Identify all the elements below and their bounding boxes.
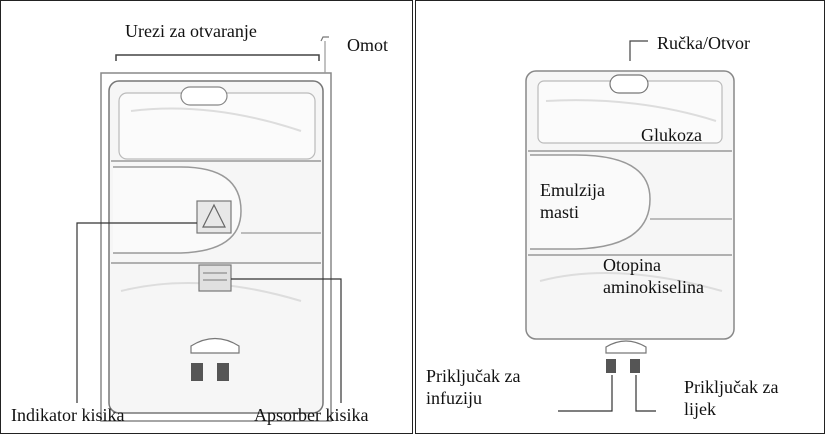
- additive-port-leader: [635, 375, 656, 412]
- oxygen-absorber-box: [198, 264, 232, 292]
- glucose-label: Glukoza: [641, 125, 702, 145]
- handle-leader: [629, 40, 648, 61]
- handle-label: Ručka/Otvor: [657, 33, 750, 53]
- opening-notches-label: Urezi za otvaranje: [125, 21, 257, 41]
- ports: [190, 337, 240, 354]
- amino-acid-solution-label: Otopina aminokiselina: [603, 255, 704, 297]
- absorber-leader: [231, 278, 342, 403]
- oxygen-indicator-label: Indikator kisika: [11, 405, 125, 425]
- infusion-port-leader: [558, 375, 613, 412]
- oxygen-absorber-label: Apsorber kisika: [254, 405, 369, 425]
- lipid-emulsion-label: Emulzija masti: [540, 180, 605, 222]
- bag-chambers-drawing: [525, 40, 735, 412]
- overwrap-label: Omot: [347, 35, 389, 55]
- handle-shape: [180, 86, 228, 106]
- left-diagram-panel: Urezi za otvaranje Omot Indikator kisika…: [0, 0, 413, 434]
- notch-bracket: [115, 54, 320, 61]
- additive-port-label: Priključak za lijek: [684, 377, 779, 419]
- indicator-leader: [76, 222, 197, 403]
- overwrapped-bag-drawing: [76, 36, 342, 422]
- ports: [605, 340, 647, 354]
- lipid-chamber: [530, 154, 651, 250]
- right-diagram-panel: Ručka/Otvor Glukoza Emulzija masti Otopi…: [415, 0, 825, 434]
- infusion-port-label: Priključak za infuziju: [426, 366, 521, 408]
- handle-shape: [609, 74, 649, 94]
- overwrap-outline: [100, 72, 332, 422]
